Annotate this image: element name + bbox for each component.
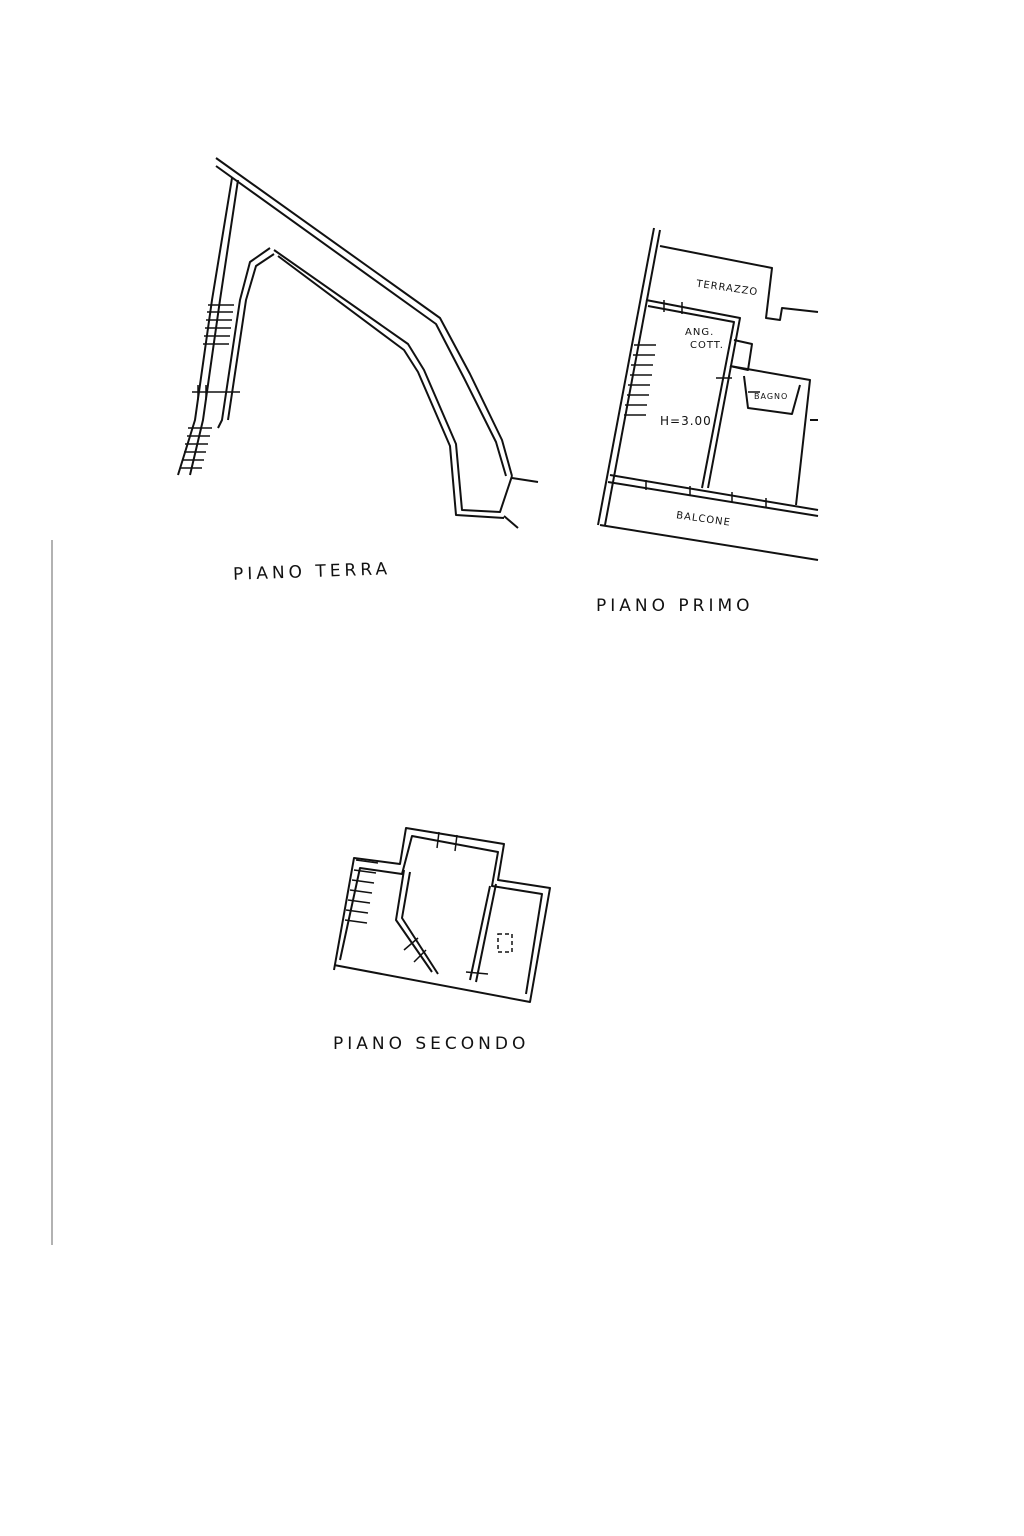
first-floor-plan <box>597 227 819 561</box>
kitchen-label-line1: ANG. <box>685 327 715 338</box>
kitchen-label-line2: COTT. <box>690 340 724 351</box>
second-floor-plan <box>333 827 551 1003</box>
first-floor-title: PIANO PRIMO <box>596 596 754 616</box>
ground-floor-plan <box>177 157 539 529</box>
bath-label: BAGNO <box>754 392 789 401</box>
second-floor-title: PIANO SECONDO <box>333 1034 530 1054</box>
ceiling-height-label: H=3.00 <box>660 414 712 428</box>
